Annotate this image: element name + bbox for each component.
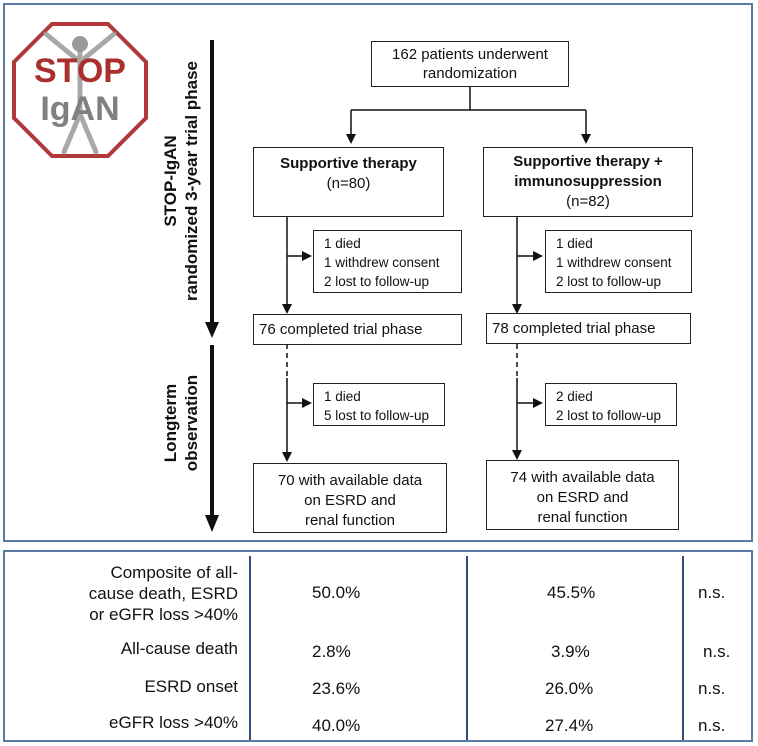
arm1-value: 40.0%: [312, 716, 361, 735]
arm2-value: 3.9%: [551, 642, 590, 661]
arm1-final-box: 70 with available data on ESRD and renal…: [253, 463, 447, 533]
arm1-value: 23.6%: [312, 679, 361, 698]
arm2-box: Supportive therapy + immunosuppression (…: [483, 147, 693, 217]
outcome-label: Composite of all- cause death, ESRD or e…: [88, 563, 238, 624]
arm2-dropout-longterm: 2 died 2 lost to follow-up: [545, 383, 677, 426]
logo-word-stop: STOP: [34, 52, 126, 90]
stop-igan-logo: STOP IgAN: [12, 22, 148, 158]
p-value: n.s.: [703, 642, 731, 661]
phase-label-trial: STOP-IgAN randomized 3-year trial phase: [161, 61, 201, 301]
timeline-arrow-2: [205, 515, 219, 532]
timeline-arrow-1: [205, 322, 219, 338]
arm2-value: 27.4%: [545, 716, 594, 735]
arm1-completed-box: 76 completed trial phase: [253, 314, 462, 345]
p-value: n.s.: [698, 583, 726, 602]
arm2-value: 26.0%: [545, 679, 594, 698]
outcome-label: ESRD onset: [144, 677, 238, 696]
p-value: n.s.: [698, 716, 726, 735]
arm1-dropout-longterm: 1 died 5 lost to follow-up: [313, 383, 445, 426]
arm1-box: Supportive therapy (n=80): [253, 147, 444, 217]
arm1-dropout-trial: 1 died 1 withdrew consent 2 lost to foll…: [313, 230, 462, 293]
octagon-sign-icon: [12, 22, 148, 158]
p-value: n.s.: [698, 679, 726, 698]
logo-word-igan: IgAN: [40, 90, 120, 128]
arm1-value: 2.8%: [312, 642, 351, 661]
phase-label-longterm: Longterm observation: [161, 374, 201, 472]
arm2-completed-box: 78 completed trial phase: [486, 313, 691, 344]
outcome-label: All-cause death: [120, 639, 238, 658]
randomization-box: 162 patients underwent randomization: [371, 41, 569, 87]
arm2-final-box: 74 with available data on ESRD and renal…: [486, 460, 679, 530]
arm2-value: 45.5%: [547, 583, 596, 602]
outcomes-table-panel: [3, 550, 753, 742]
outcome-label: eGFR loss >40%: [109, 713, 238, 732]
arm1-value: 50.0%: [312, 583, 361, 602]
arm2-dropout-trial: 1 died 1 withdrew consent 2 lost to foll…: [545, 230, 692, 293]
